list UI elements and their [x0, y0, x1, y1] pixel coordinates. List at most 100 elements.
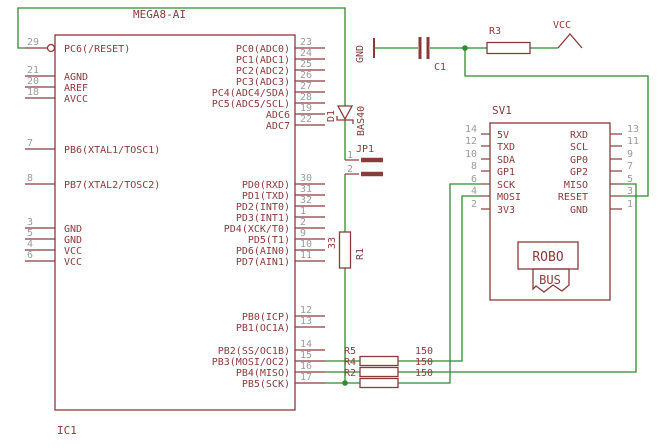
gnd-label: GND: [355, 45, 366, 63]
pin-label: SCK: [497, 180, 515, 191]
resistor-r5: R5 150: [344, 346, 433, 367]
pin-label: SCL: [570, 142, 588, 153]
pin-number: 23: [300, 37, 312, 48]
pin-label: PB2(SS/OC1B): [218, 346, 290, 357]
pin-label: PB5(SCK): [242, 379, 290, 390]
jp1-name: JP1: [356, 144, 374, 155]
pin-label: PC0(ADC0): [236, 44, 290, 55]
pin-number: 24: [300, 48, 312, 59]
junction-sck: [342, 380, 348, 386]
pin-label: ADC6: [266, 110, 290, 121]
pin-number: 21: [27, 65, 39, 76]
resistor-r4: R4 150: [344, 357, 433, 378]
sv1-row: 14 5V RXD 13: [465, 124, 639, 141]
pin-number: 1: [627, 199, 633, 210]
r5-body: [359, 355, 399, 367]
pin-number: 4: [471, 186, 477, 197]
pin-number: 29: [27, 37, 39, 48]
pin-label: RESET: [558, 192, 588, 203]
pin-label: RXD: [570, 130, 588, 141]
r5-name: R5: [344, 346, 356, 357]
pin-number: 27: [300, 81, 312, 92]
sv1-row: 12 TXD SCL 11: [465, 136, 639, 153]
pin-label: PD3(INT1): [236, 213, 290, 224]
pin-number: 14: [465, 124, 477, 135]
pin-number: 12: [465, 136, 477, 147]
pin-number: 9: [627, 149, 633, 160]
pin-number: 26: [300, 70, 312, 81]
vcc-label: VCC: [553, 20, 571, 31]
ic1-left-pins: 29 PC6(/RESET) 21 AGND 20 AREF 18 AVCC 7…: [25, 37, 160, 268]
pin-label: PD0(RXD): [242, 180, 290, 191]
pin-number: 6: [471, 174, 477, 185]
pin-label: AGND: [64, 72, 88, 83]
r2-value: 150: [415, 368, 433, 379]
pin-number: 32: [300, 195, 312, 206]
pin-label: GP2: [570, 167, 588, 178]
junction-reset: [462, 45, 468, 51]
sv1-row: 4 MOSI RESET 3: [471, 186, 633, 203]
connector-sv1: SV1 14 5V RXD 13 12 TXD SCL 11 10 SDA GP…: [465, 104, 639, 301]
wire-r5-mosi: [398, 195, 481, 362]
pin-label: MISO: [564, 180, 588, 191]
vcc-symbol: VCC: [553, 20, 583, 49]
pin-number: 25: [300, 59, 312, 70]
d1-triangle-icon: [336, 105, 354, 121]
pin-label: PC6(/RESET): [64, 44, 130, 55]
r3-name: R3: [489, 26, 501, 37]
robo-bus-banner: ROBO BUS: [517, 241, 579, 293]
diode-d1: D1 BAS40: [326, 105, 367, 136]
pin-number: 12: [300, 305, 312, 316]
pin-number: 8: [471, 161, 477, 172]
r3-body: [486, 41, 531, 55]
pin-number: 5: [27, 228, 33, 239]
pin-label: GP0: [570, 155, 588, 166]
resistor-r2: R2 150: [344, 368, 433, 389]
pin-number: 7: [27, 138, 33, 149]
pin-label: PB1(OC1A): [236, 323, 290, 334]
robo-label: ROBO: [532, 250, 563, 265]
r1-name: R1: [355, 248, 366, 260]
pin-number: 9: [300, 228, 306, 239]
vcc-arrow-icon: [557, 33, 583, 49]
pin-number: 6: [27, 250, 33, 261]
pin-number: 30: [300, 173, 312, 184]
jp1-pin-number: 2: [347, 164, 353, 175]
pin-label: GND: [570, 205, 588, 216]
pin-number: 18: [27, 87, 39, 98]
sv1-row: 10 SDA GP0 9: [465, 149, 633, 166]
pin-label: PD7(AIN1): [236, 257, 290, 268]
pin-number: 10: [300, 239, 312, 250]
pin-number: 15: [300, 350, 312, 361]
pin-label: AVCC: [64, 94, 88, 105]
bus-ribbon: [532, 268, 570, 293]
pin-label: PB3(MOSI/OC2): [212, 357, 290, 368]
pin-label: PD4(XCK/T0): [224, 224, 290, 235]
pin-label: VCC: [64, 257, 82, 268]
pin-label: PB4(MISO): [236, 368, 290, 379]
pin-label: PC5(ADC5/SCL): [212, 99, 290, 110]
pin-label: VCC: [64, 246, 82, 257]
reset-bubble-icon: [46, 43, 56, 53]
nets: [17, 7, 649, 386]
r4-name: R4: [344, 357, 356, 368]
resistor-r3: R3: [486, 26, 531, 55]
ic1-outline: [54, 34, 296, 411]
pin-number: 7: [627, 161, 633, 172]
resistor-r1: 33 R1: [327, 231, 366, 269]
pin-number: 13: [627, 124, 639, 135]
pin-number: 19: [300, 103, 312, 114]
pin-label: PB6(XTAL1/TOSC1): [64, 145, 160, 156]
pin-label: TXD: [497, 142, 515, 153]
pin-number: 2: [471, 199, 477, 210]
r1-value: 33: [327, 237, 338, 249]
pin-label: PC3(ADC3): [236, 77, 290, 88]
pin-number: 10: [465, 149, 477, 160]
pin-number: 16: [300, 361, 312, 372]
jp1-pin-number: 1: [347, 150, 353, 161]
r2-body: [359, 377, 399, 389]
wire-r4-miso: [398, 183, 637, 373]
pin-number: 20: [27, 76, 39, 87]
